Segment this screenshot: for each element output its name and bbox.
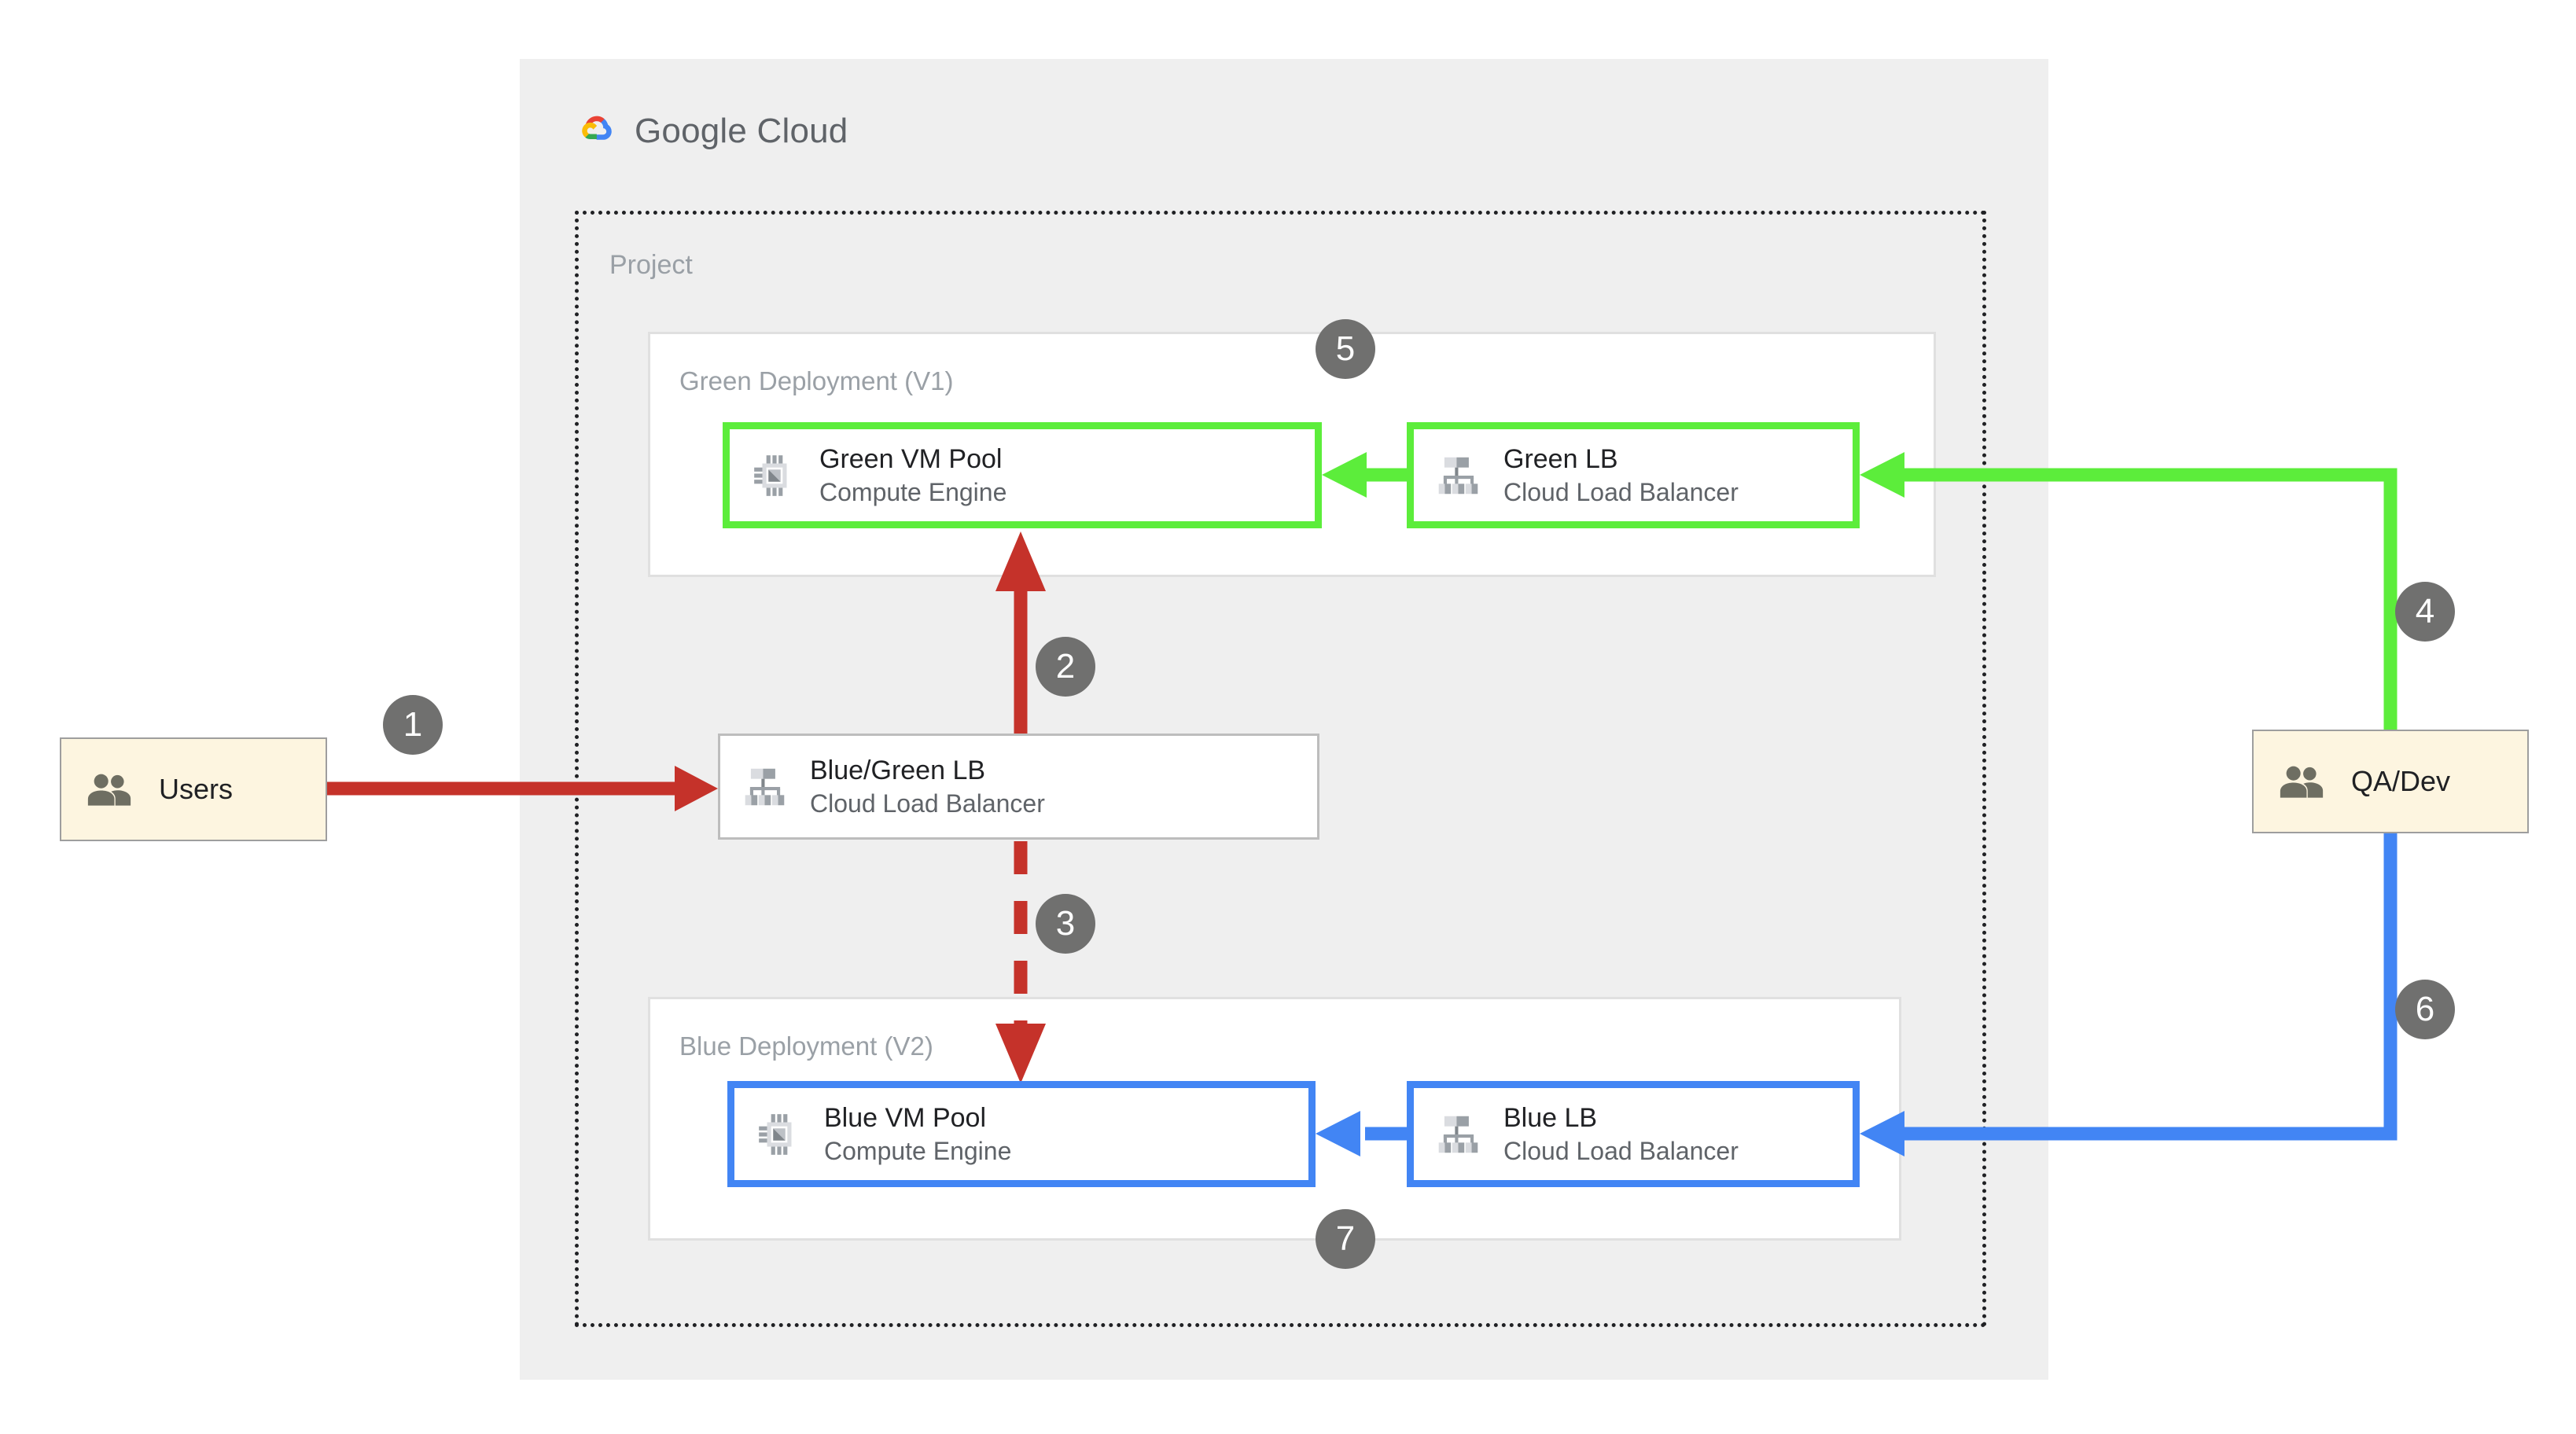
step-badge-7: 7	[1316, 1209, 1375, 1269]
node-blue-vm-pool[interactable]: Blue VM Pool Compute Engine	[727, 1081, 1316, 1187]
cloud-load-balancer-icon	[1438, 457, 1478, 494]
node-title: Blue VM Pool	[824, 1103, 986, 1134]
node-text: Green VM Pool Compute Engine	[819, 443, 1006, 508]
brand-google: Google	[635, 112, 748, 150]
step-badge-6: 6	[2395, 980, 2455, 1039]
node-subtitle: Cloud Load Balancer	[1503, 1136, 1739, 1165]
node-green-vm-pool[interactable]: Green VM Pool Compute Engine	[723, 422, 1322, 528]
node-green-lb[interactable]: Green LB Cloud Load Balancer	[1407, 422, 1860, 528]
step-badge-1: 1	[383, 695, 443, 755]
cloud-load-balancer-icon	[1438, 1116, 1478, 1153]
step-badge-4: 4	[2395, 582, 2455, 642]
cloud-load-balancer-icon	[745, 768, 785, 805]
node-subtitle: Cloud Load Balancer	[1503, 477, 1739, 506]
project-container	[575, 211, 1986, 1327]
google-cloud-logo-icon	[582, 116, 612, 140]
project-label: Project	[609, 250, 693, 280]
step-badge-5: 5	[1316, 319, 1375, 379]
node-title: Green LB	[1503, 444, 1618, 475]
node-subtitle: Compute Engine	[819, 477, 1007, 506]
node-bluegreen-lb[interactable]: Blue/Green LB Cloud Load Balancer	[718, 734, 1319, 840]
actor-label: QA/Dev	[2351, 765, 2451, 797]
green-deployment-title: Green Deployment (V1)	[679, 366, 954, 395]
node-subtitle: Cloud Load Balancer	[810, 789, 1045, 818]
node-blue-lb[interactable]: Blue LB Cloud Load Balancer	[1407, 1081, 1860, 1187]
people-group-icon	[87, 774, 131, 806]
node-title: Blue LB	[1503, 1103, 1598, 1134]
actor-qa-dev[interactable]: QA/Dev	[2252, 730, 2529, 833]
node-text: Green LB Cloud Load Balancer	[1503, 443, 1739, 508]
step-badge-2: 2	[1036, 637, 1095, 697]
actor-users[interactable]: Users	[60, 737, 327, 841]
google-cloud-brand: Google Cloud	[573, 107, 848, 156]
step-badge-3: 3	[1036, 894, 1095, 954]
compute-engine-chip-icon	[754, 454, 787, 496]
node-title: Blue/Green LB	[810, 756, 986, 786]
node-text: Blue VM Pool Compute Engine	[824, 1101, 1011, 1167]
brand-cloud: Cloud	[747, 112, 848, 150]
compute-engine-chip-icon	[759, 1113, 792, 1155]
node-text: Blue LB Cloud Load Balancer	[1503, 1101, 1739, 1167]
blue-deployment-title: Blue Deployment (V2)	[679, 1031, 933, 1061]
people-group-icon	[2280, 766, 2324, 798]
node-subtitle: Compute Engine	[824, 1136, 1012, 1165]
node-text: Blue/Green LB Cloud Load Balancer	[810, 754, 1045, 819]
node-title: Green VM Pool	[819, 444, 1003, 475]
actor-label: Users	[159, 773, 234, 805]
google-cloud-wordmark: Google Cloud	[635, 112, 848, 151]
